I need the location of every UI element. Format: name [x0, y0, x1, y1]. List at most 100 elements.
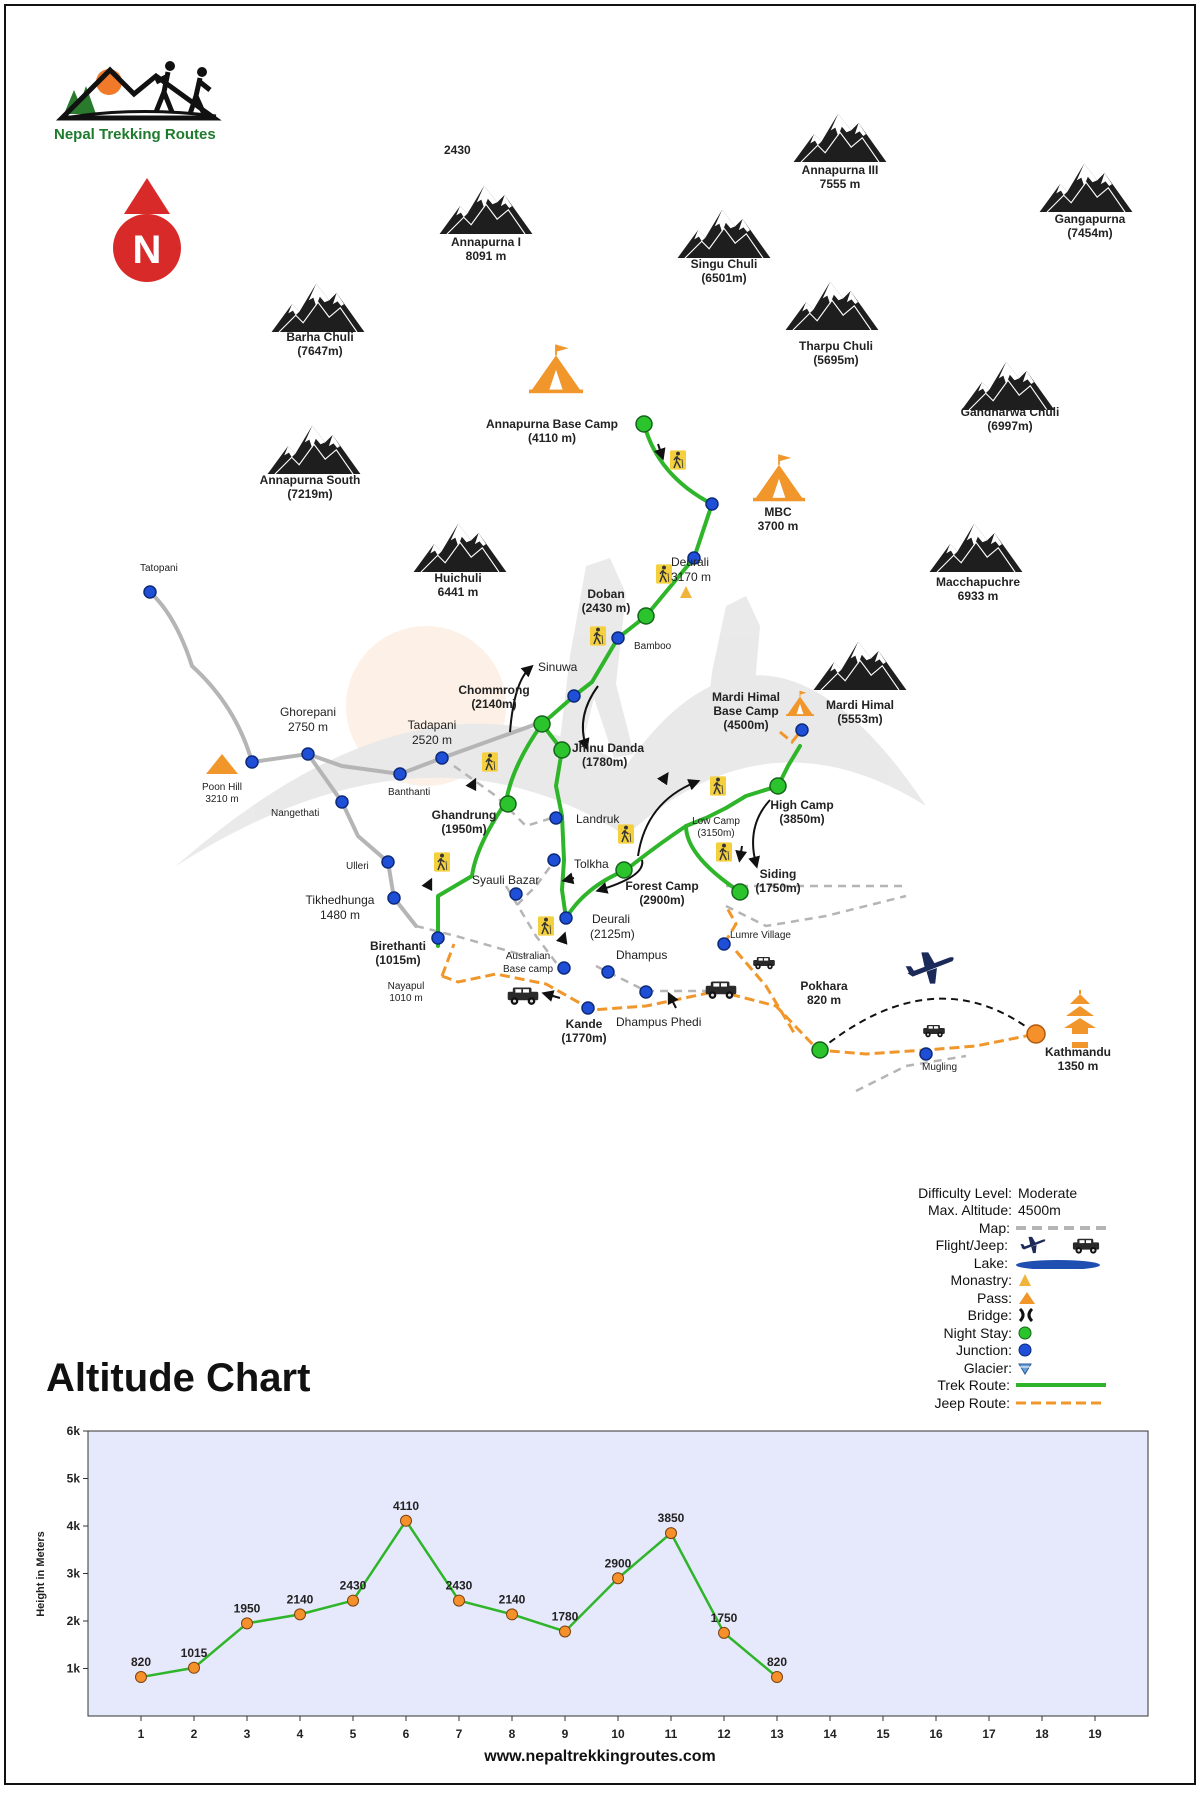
mountain-icon [792, 113, 888, 162]
legend-junction-label: Junction: [955, 1342, 1012, 1359]
y-tick-label: 1k [67, 1662, 81, 1676]
hiker-icon [482, 752, 498, 772]
x-tick-label: 7 [456, 1727, 463, 1741]
altitude-points: 8201015195021402430411024302140178029003… [131, 1499, 787, 1684]
legend-pass-label: Pass: [976, 1289, 1012, 1306]
forest-altitude: (2900m) [639, 893, 684, 907]
ghandrung-name: Ghandrung [432, 808, 497, 822]
x-tick-label: 8 [509, 1727, 516, 1741]
kathmandu-marker [1026, 1024, 1046, 1044]
tent-icon [529, 343, 583, 394]
ulleri-label: Ulleri [346, 861, 369, 872]
pokhara-name: Pokhara [800, 979, 848, 993]
x-tick-label: 4 [297, 1727, 304, 1741]
y-tick-label: 4k [67, 1519, 81, 1533]
kande-name: Kande [566, 1017, 603, 1031]
x-tick-label: 17 [982, 1727, 996, 1741]
abc-altitude: (4110 m) [528, 431, 576, 445]
peak-name: Gandharwa Chuli [961, 405, 1060, 419]
brand-name: Nepal Trekking Routes [54, 126, 216, 143]
peak-altitude: (6501m) [701, 271, 746, 285]
peak-name: Mardi Himal [826, 698, 894, 712]
legend-trek-label: Trek Route: [937, 1377, 1010, 1394]
pass-icon [1019, 1291, 1035, 1304]
deurali-low-name: Deurali [592, 912, 630, 926]
peak-altitude: (7219m) [287, 487, 332, 501]
hiker-icon [590, 626, 606, 646]
peak-name: Huichuli [434, 571, 481, 585]
kathmandu-temple-icon [1064, 990, 1096, 1048]
dhampus-label: Dhampus [616, 948, 667, 962]
mountain-icon [960, 361, 1056, 410]
abc-name: Annapurna Base Camp [486, 417, 618, 431]
mountain-icon [412, 523, 508, 572]
legend-row: Difficulty Level: Moderate [866, 1184, 1106, 1202]
altitude-value-label: 4110 [393, 1499, 419, 1513]
flight-route [819, 997, 1037, 1051]
altitude-value-label: 1950 [234, 1601, 261, 1615]
night-stay-markers [499, 415, 829, 1059]
mugling-label: Mugling [922, 1062, 957, 1073]
x-tick-label: 15 [876, 1727, 890, 1741]
peak-altitude: 7555 m [820, 177, 861, 191]
altitude-point [718, 1626, 730, 1639]
tikhedhunga-name: Tikhedhunga [306, 893, 375, 907]
x-tick-label: 2 [191, 1727, 198, 1741]
peak-name: Macchapuchre [936, 575, 1020, 589]
map-line-icon [1016, 1225, 1106, 1230]
hiker-icon [710, 776, 726, 796]
x-tick-label: 16 [929, 1727, 943, 1741]
hiker-icon [434, 852, 450, 872]
plane-icon [905, 952, 954, 984]
nayapul-name: Nayapul [388, 981, 425, 992]
lowcamp-name: Low Camp [692, 816, 740, 827]
siding-name: Siding [760, 867, 797, 881]
glacier-icon [1018, 1363, 1032, 1375]
peak-altitude: (5553m) [837, 712, 882, 726]
lowcamp-altitude: (3150m) [697, 828, 734, 839]
x-tick-label: 14 [823, 1727, 837, 1741]
jhinu-name: Jhinu Danda [572, 741, 644, 755]
nayapul-altitude: 1010 m [389, 993, 422, 1004]
junction-markers [143, 497, 933, 1061]
altitude-point [612, 1572, 624, 1585]
mbc-name: MBC [764, 505, 792, 519]
legend-row: Trek Route: [866, 1377, 1106, 1395]
x-tick-label: 3 [244, 1727, 251, 1741]
hiker-icon [670, 450, 686, 470]
legend-map-label: Map: [978, 1219, 1010, 1236]
altitude-value-label: 1750 [711, 1611, 738, 1625]
tikhedhunga-altitude: 1480 m [320, 908, 360, 922]
mountain-icon [266, 425, 362, 474]
mountain-icon [270, 283, 366, 332]
lumre-label: Lumre Village [730, 930, 791, 941]
legend-row: Map: [866, 1219, 1106, 1237]
x-tick-label: 5 [350, 1727, 357, 1741]
direction-arrows [421, 443, 771, 1009]
altitude-value-label: 2430 [446, 1579, 473, 1593]
compass-letter: N [133, 228, 162, 272]
doban-altitude: (2430 m) [582, 601, 631, 615]
mhbc-name-1: Mardi Himal [712, 690, 780, 704]
dhampus-phedi-label: Dhampus Phedi [616, 1015, 701, 1029]
peak-name: Barha Chuli [286, 330, 353, 344]
ghandrung-altitude: (1950m) [441, 822, 486, 836]
tent-icon [753, 453, 805, 502]
legend-row: Bridge: [866, 1307, 1106, 1325]
trek-map: N 2430 Annapurna I 8091 m Annapurna III … [35, 61, 1149, 1741]
watermark [176, 558, 926, 866]
peak-name: Singu Chuli [691, 257, 758, 271]
mhbc-altitude: (4500m) [723, 718, 768, 732]
legend-flight-label: Flight/Jeep: [935, 1237, 1008, 1254]
mountain-icon [1038, 163, 1134, 212]
peaks: Annapurna I 8091 m Annapurna III 7555 m … [260, 113, 1134, 726]
altitude-point [453, 1594, 465, 1607]
y-tick-label: 6k [67, 1424, 81, 1438]
mountain-icon [928, 523, 1024, 572]
poonhill-name: Poon Hill [202, 782, 242, 793]
legend-row: Flight/Jeep: [866, 1237, 1106, 1255]
kathmandu-altitude: 1350 m [1058, 1059, 1099, 1073]
legend-row: Pass: [866, 1289, 1106, 1307]
